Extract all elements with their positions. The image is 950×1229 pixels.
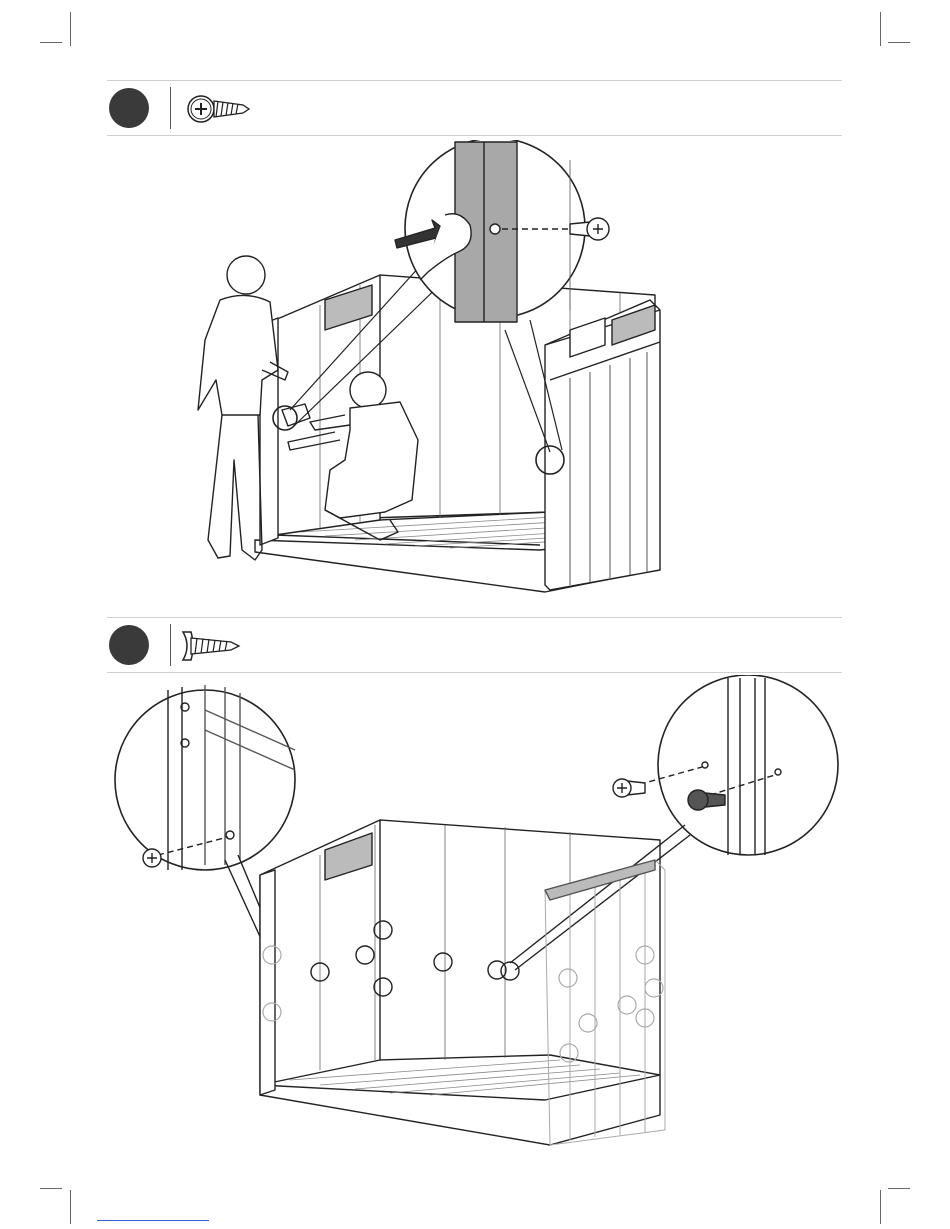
pan-head-screw-icon bbox=[179, 626, 245, 666]
step-1-header bbox=[107, 80, 842, 136]
step-divider bbox=[170, 624, 171, 666]
crop-mark bbox=[70, 12, 71, 46]
crop-mark bbox=[40, 1188, 62, 1189]
crop-mark bbox=[888, 42, 910, 43]
step-2-header bbox=[107, 617, 842, 673]
crop-mark bbox=[880, 12, 881, 46]
footer-link-underline bbox=[97, 1220, 209, 1221]
step-1-badge bbox=[109, 88, 149, 128]
crop-mark bbox=[40, 42, 62, 43]
step-1-illustration bbox=[150, 140, 710, 610]
step-2-badge bbox=[109, 625, 149, 665]
crop-mark bbox=[888, 1188, 910, 1189]
crop-mark bbox=[880, 1190, 881, 1224]
step-divider bbox=[170, 87, 171, 129]
crop-mark bbox=[70, 1190, 71, 1224]
pan-head-screw-icon bbox=[187, 89, 253, 129]
step-2-illustration bbox=[110, 675, 840, 1165]
